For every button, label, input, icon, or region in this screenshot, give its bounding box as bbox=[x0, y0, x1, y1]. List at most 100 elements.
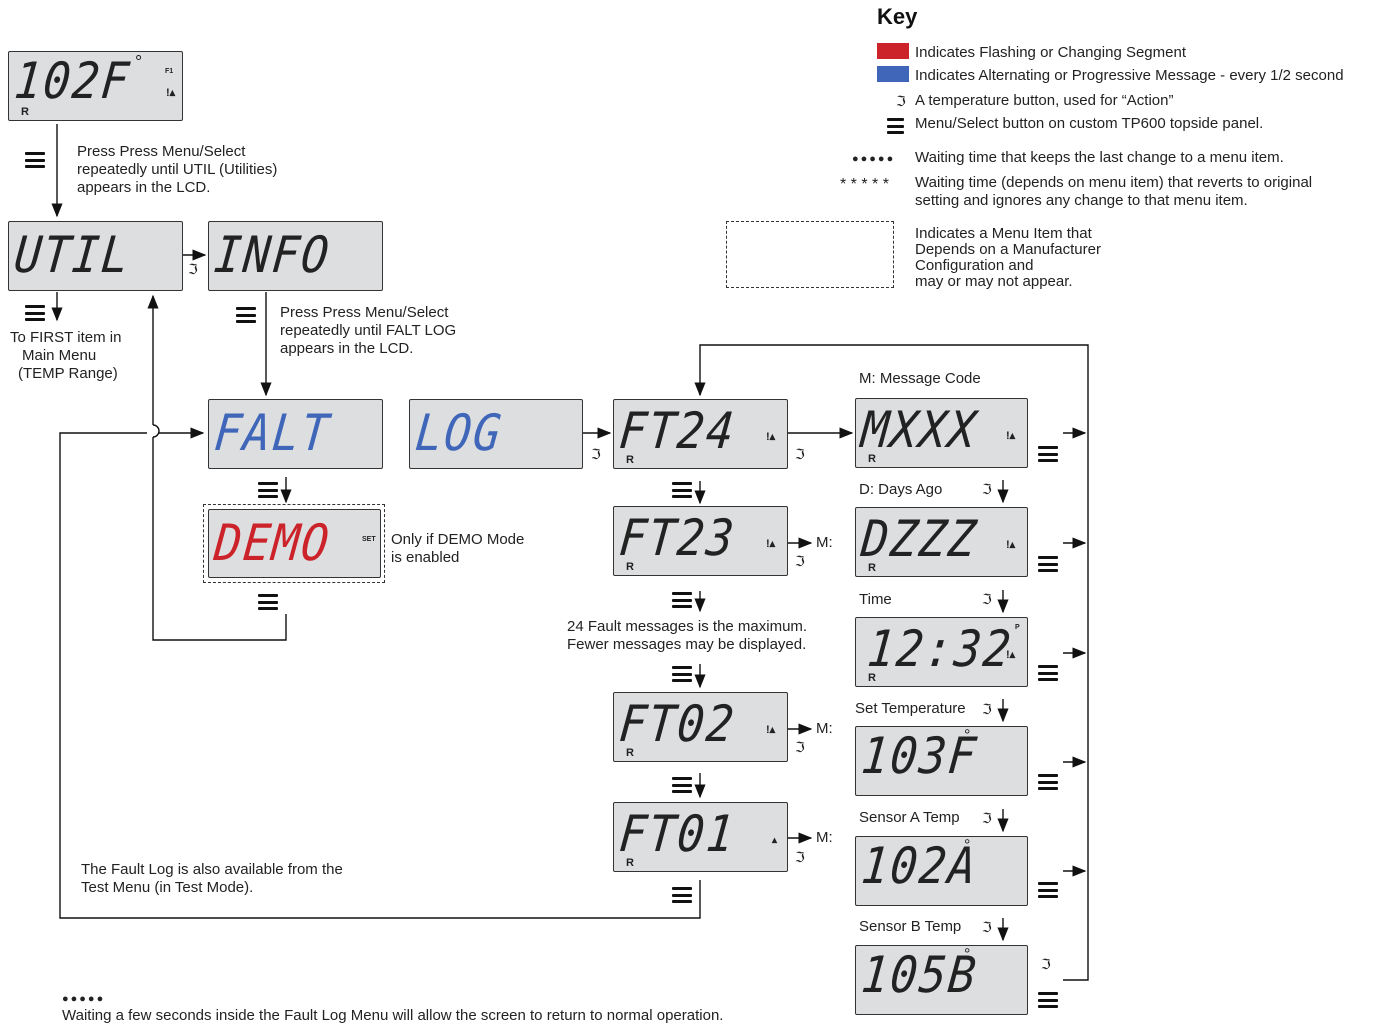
stars-desc-1: Waiting time (depends on menu item) that… bbox=[915, 174, 1313, 191]
lcd-time-text: 12:32 bbox=[864, 620, 1015, 678]
lcd-r-indicator: R bbox=[626, 561, 634, 573]
menu-button-icon bbox=[236, 307, 256, 323]
dashed-desc-1: Indicates a Menu Item that bbox=[915, 225, 1092, 242]
note-press-falt-3: appears in the LCD. bbox=[280, 340, 414, 357]
dashed-desc-4: may or may not appear. bbox=[915, 273, 1073, 290]
menu-button-icon bbox=[672, 666, 692, 682]
note-first-item-3: (TEMP Range) bbox=[18, 365, 118, 382]
dashed-desc-3: Configuration and bbox=[915, 257, 1034, 274]
lcd-demo-text: DEMO bbox=[211, 514, 333, 572]
menu-button-icon bbox=[1038, 556, 1058, 572]
lcd-time: 12:32 P ǃ▴ R bbox=[855, 617, 1028, 687]
lcd-sensor-a-text: 102A bbox=[858, 837, 980, 895]
dashed-desc-2: Depends on a Manufacturer bbox=[915, 241, 1101, 258]
thermometer-icon: ǃ▴ bbox=[1006, 539, 1016, 551]
demo-dashed-frame bbox=[203, 504, 385, 583]
m-label: M: bbox=[816, 534, 833, 551]
menu-button-icon bbox=[25, 305, 45, 321]
temp-button-icon: ℑ bbox=[795, 849, 805, 865]
thermometer-icon: ǃ▴ bbox=[1006, 430, 1016, 442]
degree-symbol: ° bbox=[135, 52, 143, 72]
label-set-temperature: Set Temperature bbox=[855, 700, 966, 717]
lcd-ft01: FT01 ▴ R bbox=[613, 802, 788, 872]
m-label: M: bbox=[816, 829, 833, 846]
alternating-desc: Indicates Alternating or Progressive Mes… bbox=[915, 67, 1344, 84]
lcd-r-indicator: R bbox=[21, 106, 29, 118]
key-title: Key bbox=[877, 4, 918, 29]
menu-button-icon bbox=[25, 152, 45, 168]
f1-indicator: F1 bbox=[165, 68, 174, 75]
menu-button-icon bbox=[1038, 446, 1058, 462]
thermometer-icon: ǃ▴ bbox=[766, 538, 776, 550]
lcd-ft24: FT24 ǃ▴ R bbox=[613, 399, 788, 469]
note-demo-1: Only if DEMO Mode bbox=[391, 531, 525, 548]
lcd-mxxx: MXXX ǃ▴ R bbox=[855, 398, 1028, 468]
note-press-util-2: repeatedly until UTIL (Utilities) bbox=[77, 161, 278, 178]
temp-button-icon: ℑ bbox=[1041, 956, 1051, 972]
note-press-util-1: Press Press Menu/Select bbox=[77, 143, 246, 160]
temp-button-icon: ℑ bbox=[795, 739, 805, 755]
menu-button-icon bbox=[672, 887, 692, 903]
thermometer-icon: ǃ▴ bbox=[766, 431, 776, 443]
note-test-1: The Fault Log is also available from the bbox=[81, 861, 343, 878]
menu-button-icon bbox=[672, 482, 692, 498]
arrow-up-indicator: ▴ bbox=[772, 835, 778, 846]
alternating-swatch bbox=[877, 66, 909, 82]
flashing-desc: Indicates Flashing or Changing Segment bbox=[915, 44, 1186, 61]
menu-button-icon bbox=[1038, 665, 1058, 681]
temp-button-icon: ℑ bbox=[982, 481, 992, 497]
lcd-falt: FALT bbox=[208, 399, 383, 469]
lcd-dzzz-text: DZZZ bbox=[858, 510, 980, 568]
stars-desc-2: setting and ignores any change to that m… bbox=[915, 192, 1248, 209]
bottom-note: Waiting a few seconds inside the Fault L… bbox=[62, 1007, 724, 1024]
lcd-demo: DEMO SET bbox=[208, 509, 381, 578]
lcd-r-indicator: R bbox=[868, 562, 876, 574]
lcd-info-text: INFO bbox=[211, 226, 333, 284]
lcd-home: 102F ° F1 ǃ▴ R bbox=[8, 51, 183, 121]
lcd-ft23-text: FT23 bbox=[616, 509, 738, 567]
lcd-home-text: 102F bbox=[11, 52, 133, 110]
degree-symbol: ° bbox=[964, 837, 971, 854]
lcd-falt-text: FALT bbox=[211, 404, 333, 462]
lcd-ft23: FT23 ǃ▴ R bbox=[613, 506, 788, 576]
lcd-ft24-text: FT24 bbox=[616, 402, 738, 460]
dots-desc: Waiting time that keeps the last change … bbox=[915, 149, 1284, 166]
flashing-swatch bbox=[877, 43, 909, 59]
note-first-item-1: To FIRST item in bbox=[10, 329, 122, 346]
lcd-set-temp: 103F ° bbox=[855, 726, 1028, 796]
menu-button-icon bbox=[672, 592, 692, 608]
note-demo-2: is enabled bbox=[391, 549, 460, 566]
temp-button-icon: ℑ bbox=[896, 93, 906, 109]
lcd-log: LOG bbox=[409, 399, 583, 469]
thermometer-icon: ǃ▴ bbox=[766, 724, 776, 736]
lcd-mxxx-text: MXXX bbox=[858, 401, 980, 459]
degree-symbol: ° bbox=[964, 946, 971, 963]
temp-button-icon: ℑ bbox=[188, 261, 198, 277]
lcd-r-indicator: R bbox=[626, 454, 634, 466]
pm-indicator: P bbox=[1015, 624, 1020, 631]
lcd-sensor-b-text: 105B bbox=[858, 946, 980, 1004]
lcd-log-text: LOG bbox=[412, 404, 506, 462]
menu-button-desc: Menu/Select button on custom TP600 topsi… bbox=[915, 115, 1264, 132]
temp-button-icon: ℑ bbox=[982, 701, 992, 717]
note-test-2: Test Menu (in Test Mode). bbox=[81, 879, 254, 896]
note-press-util-3: appears in the LCD. bbox=[77, 179, 211, 196]
lcd-r-indicator: R bbox=[626, 857, 634, 869]
label-message-code: M: Message Code bbox=[859, 370, 981, 387]
lcd-set-temp-text: 103F bbox=[858, 727, 980, 785]
menu-button-icon bbox=[887, 118, 904, 134]
thermometer-icon: ǃ▴ bbox=[166, 87, 176, 99]
menu-button-icon bbox=[672, 777, 692, 793]
temp-button-icon: ℑ bbox=[982, 591, 992, 607]
lcd-info: INFO bbox=[208, 221, 383, 291]
lcd-r-indicator: R bbox=[868, 453, 876, 465]
dashed-key-box bbox=[726, 221, 894, 288]
set-indicator: SET bbox=[362, 536, 376, 543]
lcd-util-text: UTIL bbox=[11, 226, 133, 284]
temp-button-icon: ℑ bbox=[982, 919, 992, 935]
lcd-r-indicator: R bbox=[626, 747, 634, 759]
note-max-1: 24 Fault messages is the maximum. bbox=[567, 618, 808, 635]
m-label: M: bbox=[816, 720, 833, 737]
temp-button-desc: A temperature button, used for “Action” bbox=[915, 92, 1174, 109]
label-time: Time bbox=[859, 591, 892, 608]
